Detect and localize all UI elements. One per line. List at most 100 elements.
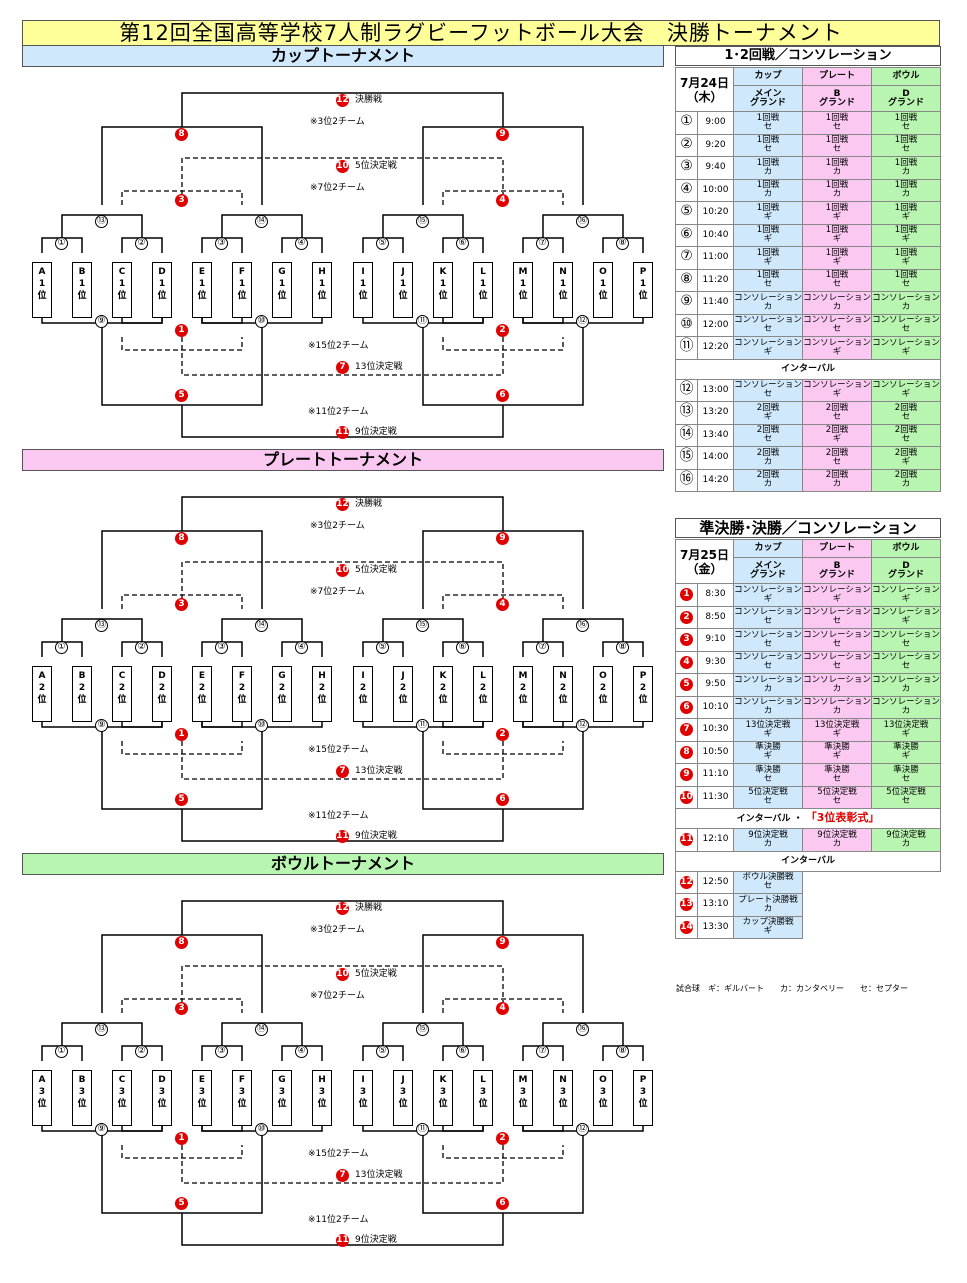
match-cell: コンソレーション カ	[733, 695, 803, 719]
column-header: プレート	[802, 539, 872, 558]
match-time: 13:20	[697, 401, 734, 425]
team-rank: 1	[359, 279, 367, 289]
interval-row: インターバル	[675, 358, 941, 380]
bracket-lines	[41, 496, 644, 842]
team-rank: 2	[278, 683, 286, 693]
match-number-circle: ③	[215, 237, 228, 250]
match-no: 5	[675, 673, 698, 697]
match-number-circle: ⑩	[255, 315, 268, 328]
team-rank: 2	[439, 683, 447, 693]
match-number-circle: ⑯	[576, 1023, 589, 1036]
match-cell: 5位決定戦 セ	[733, 785, 803, 809]
day2-match-circle: 6	[496, 389, 509, 402]
match-cell: コンソレーション セ	[733, 605, 803, 629]
match-cell: コンソレーション セ	[733, 313, 803, 337]
team-letter: M	[518, 267, 528, 277]
team-rank-suffix: 位	[317, 291, 327, 301]
match-cell: コンソレーション カ	[871, 291, 941, 315]
team-rank-suffix: 位	[638, 1099, 648, 1109]
match-number-circle: ⑩	[255, 1123, 268, 1136]
day2-match-circle: 8	[175, 128, 188, 141]
match-time: 8:30	[697, 583, 734, 607]
section-header-1: カップトーナメント	[22, 45, 664, 67]
match-circle: ③	[680, 158, 693, 175]
team-rank: 3	[278, 1087, 286, 1097]
day2-match-circle: 8	[680, 745, 693, 759]
match-no: 14	[675, 915, 698, 939]
team-rank: 3	[559, 1087, 567, 1097]
match-no: 10	[675, 785, 698, 809]
team-letter: E	[198, 267, 206, 277]
day2-match-circle: 13	[680, 898, 693, 912]
team-rank: 3	[479, 1087, 487, 1097]
team-rank: 2	[38, 683, 46, 693]
match-number-circle: ⑪	[416, 719, 429, 732]
dashed-line	[442, 594, 564, 609]
team-rank-suffix: 位	[197, 1099, 207, 1109]
day2-match-circle: 10	[680, 790, 693, 804]
match-cell: コンソレーション ギ	[802, 583, 872, 607]
bracket-line	[101, 530, 263, 609]
team-rank-suffix: 位	[317, 1099, 327, 1109]
match-cell: 準決勝 セ	[733, 763, 803, 787]
team-letter: I	[361, 1075, 365, 1085]
match-cell: カップ決勝戦 ギ	[733, 915, 803, 939]
dashed-line	[181, 741, 504, 780]
match-time: 11:40	[697, 291, 734, 315]
team-rank: 2	[519, 683, 527, 693]
match-cell: 1回戦 ギ	[802, 246, 872, 270]
match-cell: コンソレーション セ	[871, 650, 941, 674]
match-cell: 9位決定戦 カ	[802, 828, 872, 852]
match-cell: コンソレーション セ	[802, 605, 872, 629]
team-letter: M	[518, 671, 528, 681]
match-number-circle: ①	[55, 641, 68, 654]
match-cell: 9位決定戦 カ	[871, 828, 941, 852]
match-time: 14:00	[697, 446, 734, 470]
match-no: 2	[675, 605, 698, 629]
team-rank-suffix: 位	[518, 695, 528, 705]
note-label: ※3位2チーム	[310, 521, 365, 531]
team-letter: O	[599, 671, 607, 681]
day2-match-circle: 10	[336, 564, 349, 577]
day2-match-circle: 7	[336, 765, 349, 778]
match-cell: 1回戦 ギ	[871, 201, 941, 225]
interval-label: インターバル ・	[736, 814, 806, 824]
column-header: プレート	[802, 67, 872, 86]
team-rank: 3	[118, 1087, 126, 1097]
team-rank: 2	[599, 683, 607, 693]
day2-match-circle: 9	[496, 128, 509, 141]
match-circle: ①	[680, 113, 693, 130]
team-letter: D	[158, 671, 166, 681]
match-cell: コンソレーション ギ	[802, 336, 872, 360]
match-number-circle: ②	[135, 237, 148, 250]
schedule-row: インターバル ・ 「3位表彰式」	[675, 808, 941, 829]
match-no: ⑪	[675, 336, 698, 360]
fifth-place-label: 5位決定戦	[355, 565, 397, 575]
note-label: ※15位2チーム	[308, 745, 369, 755]
day2-match-circle: 5	[175, 793, 188, 806]
match-cell: プレート決勝戦 カ	[733, 893, 803, 917]
team-rank-suffix: 位	[398, 1099, 408, 1109]
team-rank-suffix: 位	[438, 695, 448, 705]
team-rank-suffix: 位	[77, 1099, 87, 1109]
team-rank: 3	[399, 1087, 407, 1097]
team-letter: D	[158, 1075, 166, 1085]
match-cell: 2回戦 セ	[871, 423, 941, 447]
team-letter: P	[639, 1075, 647, 1085]
day2-match-circle: 10	[336, 160, 349, 173]
